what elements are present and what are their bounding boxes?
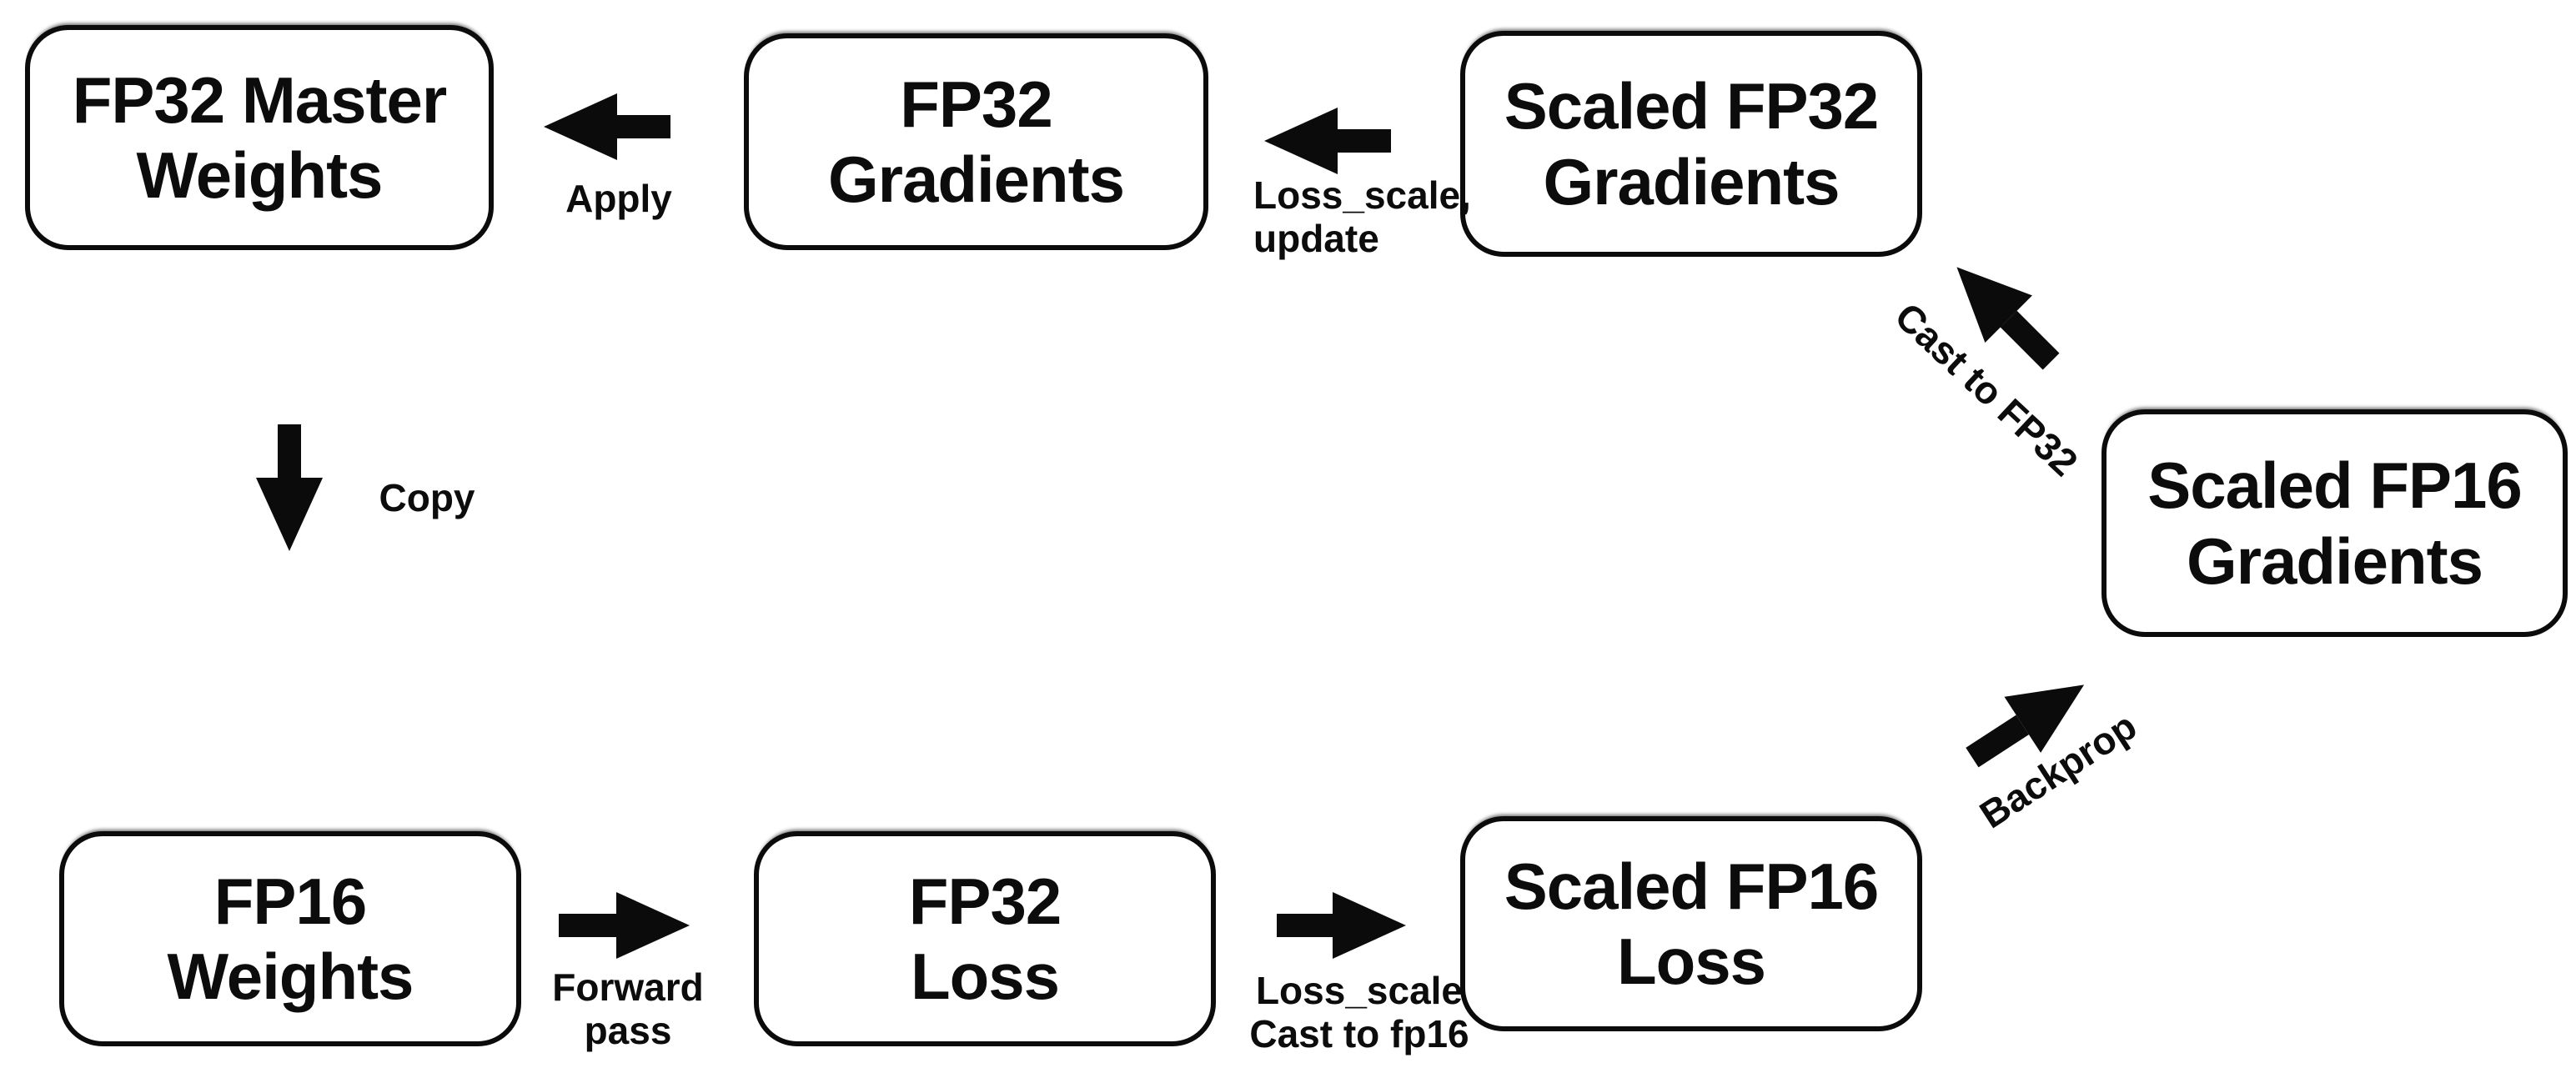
node-label: FP32 Master Weights	[72, 63, 448, 212]
node-label: FP16 Weights	[167, 864, 414, 1013]
edge-label-forward-pass: Forward pass	[552, 965, 704, 1053]
node-label: Scaled FP16 Gradients	[2147, 449, 2523, 598]
node-scaled-fp32-gradients: Scaled FP32 Gradients	[1460, 31, 1922, 257]
edge-label-loss-scale-update: Loss_scale, update	[1253, 173, 1471, 261]
arrowhead-icon	[616, 892, 690, 959]
arrowhead-icon	[544, 93, 617, 160]
arrow-shaft	[617, 115, 670, 138]
arrowhead-icon	[256, 478, 323, 551]
arrow-left-icon	[1264, 108, 1391, 174]
node-fp16-weights: FP16 Weights	[59, 831, 521, 1046]
edge-label-loss-scale-cast: Loss_scale Cast to fp16	[1249, 969, 1469, 1056]
node-label: Scaled FP16 Loss	[1504, 849, 1880, 998]
node-scaled-fp16-loss: Scaled FP16 Loss	[1460, 816, 1922, 1031]
node-label: Scaled FP32 Gradients	[1504, 69, 1880, 218]
arrow-down-icon	[256, 424, 323, 551]
arrow-shaft	[2000, 310, 2060, 370]
node-fp32-master-weights: FP32 Master Weights	[25, 25, 494, 250]
arrow-left-icon	[544, 93, 670, 160]
arrowhead-icon	[1264, 108, 1338, 174]
arrow-shaft	[1966, 714, 2029, 768]
arrow-shaft	[1338, 129, 1391, 153]
edge-label-copy: Copy	[379, 475, 475, 519]
arrow-right-icon	[559, 892, 690, 959]
node-fp32-loss: FP32 Loss	[754, 831, 1216, 1046]
node-label: FP32 Gradients	[827, 67, 1125, 216]
node-label: FP32 Loss	[908, 864, 1062, 1013]
arrow-shaft	[278, 424, 301, 478]
arrow-shaft	[559, 914, 616, 937]
arrow-right-icon	[1277, 892, 1406, 959]
edge-label-apply: Apply	[565, 176, 672, 220]
node-scaled-fp16-gradients: Scaled FP16 Gradients	[2101, 409, 2568, 637]
arrowhead-icon	[1333, 892, 1406, 959]
arrow-shaft	[1277, 914, 1333, 937]
node-fp32-gradients: FP32 Gradients	[744, 33, 1208, 250]
